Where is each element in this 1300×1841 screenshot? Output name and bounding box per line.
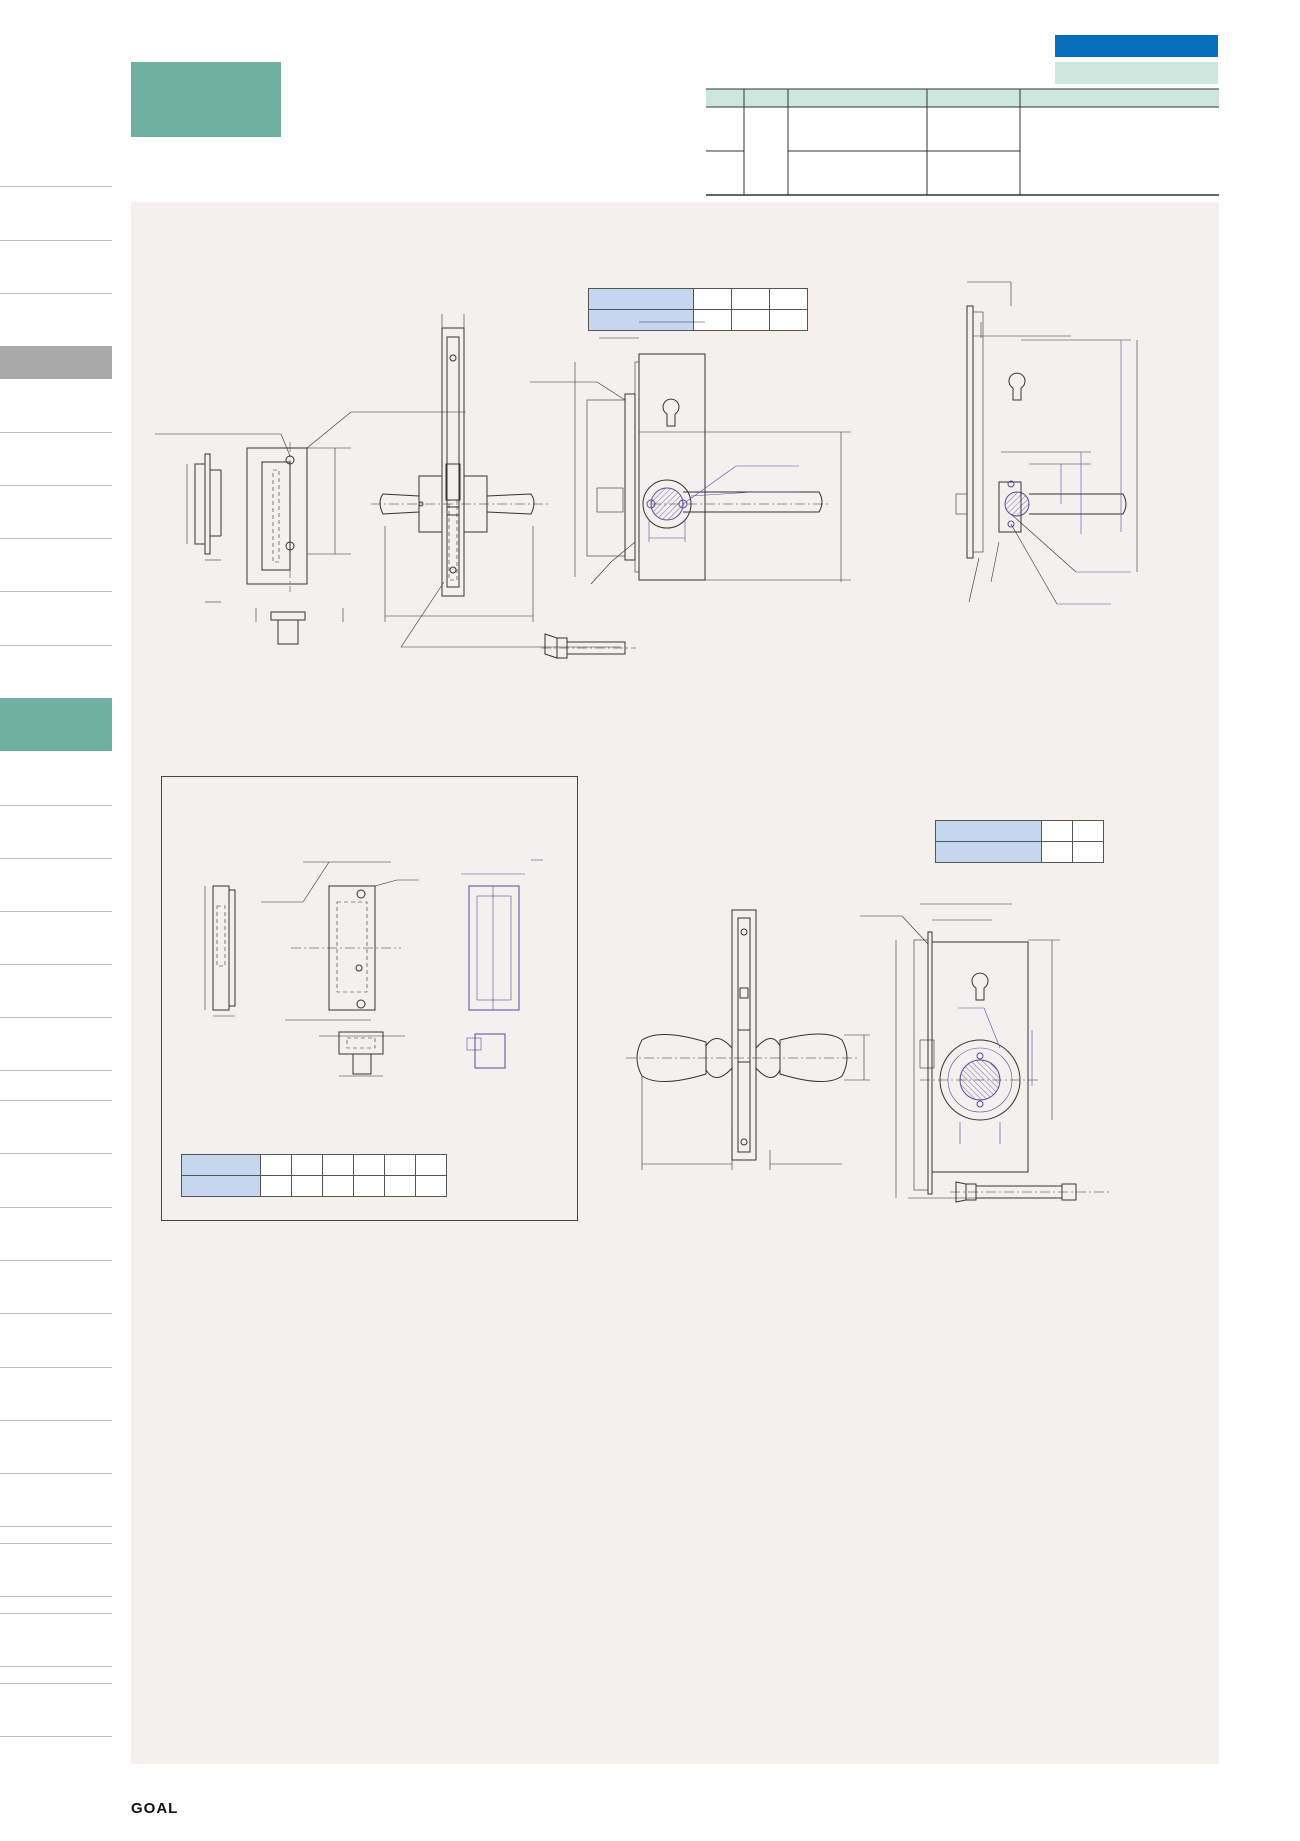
- goal-logo: GOAL: [131, 1800, 179, 1817]
- sidebar-divider: [0, 1736, 112, 1737]
- sidebar-divider: [0, 1367, 112, 1368]
- knob-side-view: [860, 903, 1060, 1199]
- dimension-table-inset: [181, 1154, 447, 1197]
- strike-face-view: [261, 861, 419, 1021]
- category-tag-mint: [1055, 62, 1218, 84]
- sidebar-divider: [0, 645, 112, 646]
- lever-front-view: [371, 314, 621, 648]
- sidebar-divider: [0, 485, 112, 486]
- sidebar-divider: [0, 1596, 112, 1597]
- lever-side-view: [530, 321, 851, 585]
- sidebar-divider: [0, 1543, 112, 1544]
- sidebar-divider: [0, 1313, 112, 1314]
- optional-strike-drawing: [204, 859, 543, 1077]
- sidebar-divider: [0, 805, 112, 806]
- strike-cutout-template: [461, 859, 543, 1069]
- spec-table: [706, 88, 1219, 196]
- strike-edge-view: [204, 885, 236, 1017]
- knob-latch-bolt: [950, 1181, 1110, 1203]
- sidebar-divider: [0, 1613, 112, 1614]
- sidebar-divider: [0, 1207, 112, 1208]
- strike-front-view: [155, 411, 466, 592]
- sidebar-divider: [0, 538, 112, 539]
- dimension-table-top: [588, 288, 808, 331]
- strike-bottom-view: [255, 608, 344, 645]
- lever-backset-view: [955, 281, 1138, 605]
- sidebar-item-active-gray[interactable]: [0, 346, 112, 379]
- sidebar-divider: [0, 1070, 112, 1071]
- sidebar-divider: [0, 1100, 112, 1101]
- strike-box-bottom: [319, 1031, 405, 1077]
- sidebar-divider: [0, 186, 112, 187]
- strike-side-view: [186, 453, 222, 603]
- sidebar-divider: [0, 911, 112, 912]
- sidebar-item-active-green[interactable]: [0, 698, 112, 751]
- dimension-table-right: [935, 820, 1104, 863]
- sidebar-divider: [0, 1017, 112, 1018]
- lever-lock-drawing-set: [155, 281, 1138, 659]
- page-title-block: [131, 62, 281, 137]
- knob-lock-drawing-set: [626, 903, 1060, 1199]
- sidebar-divider: [0, 293, 112, 294]
- sidebar-divider: [0, 858, 112, 859]
- sidebar-divider: [0, 1473, 112, 1474]
- sidebar-divider: [0, 964, 112, 965]
- sidebar-divider: [0, 432, 112, 433]
- sidebar-divider: [0, 1683, 112, 1684]
- sidebar-divider: [0, 1153, 112, 1154]
- latch-bolt-view: [541, 633, 636, 659]
- sidebar-divider: [0, 1666, 112, 1667]
- knob-front-view: [626, 909, 870, 1170]
- category-tag-blue: [1055, 35, 1218, 57]
- sidebar-divider: [0, 240, 112, 241]
- sidebar-divider: [0, 1260, 112, 1261]
- sidebar-divider: [0, 591, 112, 592]
- optional-strike-box: [161, 776, 578, 1221]
- sidebar-divider: [0, 1526, 112, 1527]
- sidebar-divider: [0, 1420, 112, 1421]
